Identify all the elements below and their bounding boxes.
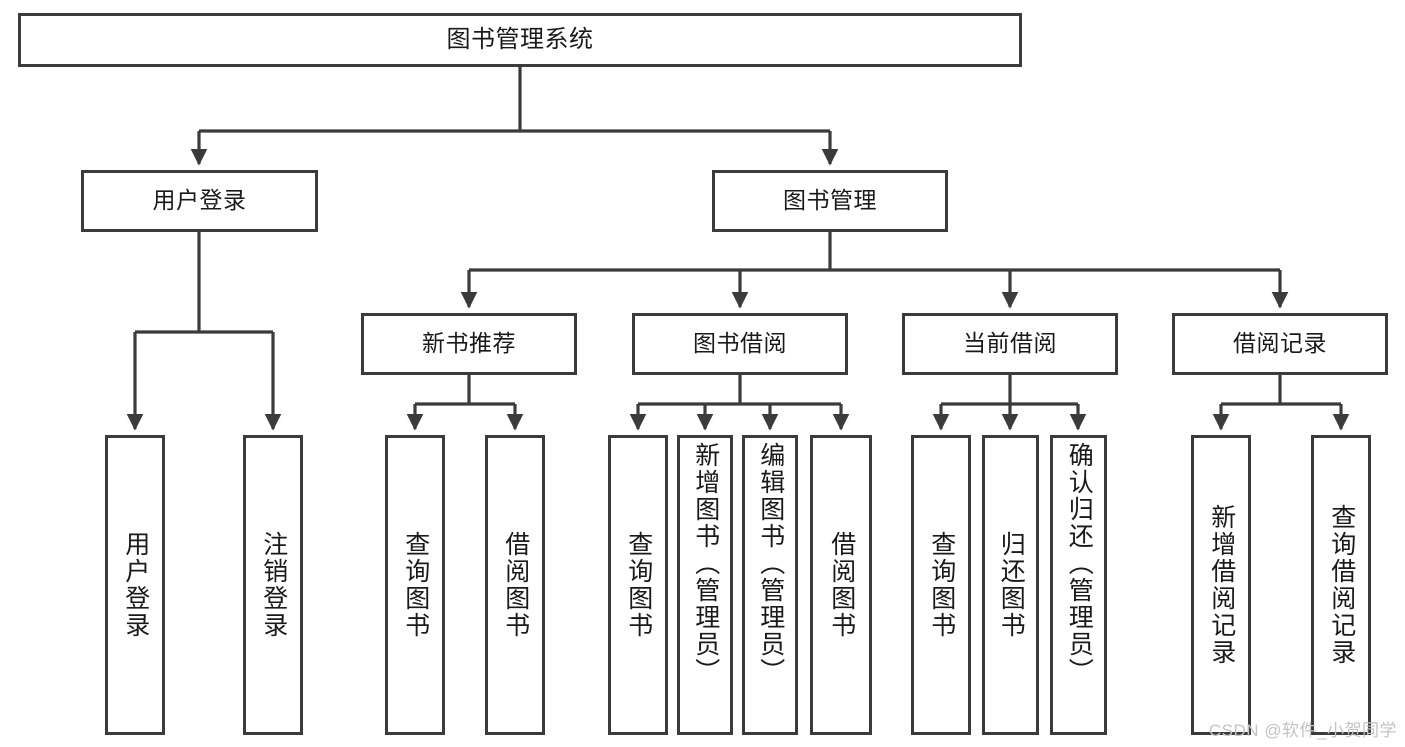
node-label: 新书推荐	[422, 330, 516, 357]
node-book-management[interactable]: 图书管理	[712, 170, 948, 232]
node-label: 当前借阅	[963, 330, 1057, 357]
node-label: 借阅图书	[501, 531, 530, 639]
node-label: 图书借阅	[693, 330, 787, 357]
node-label: 新增借阅记录	[1207, 504, 1236, 666]
leaf-current-borrow-confirm-admin[interactable]: 确认归还（管理员）	[1050, 435, 1107, 735]
node-current-borrowing[interactable]: 当前借阅	[902, 313, 1118, 375]
node-label: 查询借阅记录	[1327, 504, 1356, 666]
leaf-new-book-query[interactable]: 查询图书	[385, 435, 445, 735]
leaf-borrow-record-add[interactable]: 新增借阅记录	[1191, 435, 1251, 735]
leaf-book-borrow-add-admin[interactable]: 新增图书（管理员）	[677, 435, 733, 735]
node-label: 图书管理系统	[446, 25, 594, 53]
leaf-new-book-borrow[interactable]: 借阅图书	[485, 435, 545, 735]
node-label: 图书管理	[783, 187, 877, 214]
leaf-book-borrow-edit-admin[interactable]: 编辑图书（管理员）	[742, 435, 798, 735]
leaf-borrow-record-query[interactable]: 查询借阅记录	[1311, 435, 1371, 735]
node-label: 确认归还（管理员）	[1065, 442, 1094, 685]
node-user-login[interactable]: 用户登录	[81, 170, 318, 232]
leaf-book-borrow-borrow[interactable]: 借阅图书	[810, 435, 872, 735]
node-label: 借阅图书	[827, 531, 856, 639]
node-label: 注销登录	[259, 531, 288, 639]
leaf-user-login-signin[interactable]: 用户登录	[105, 435, 165, 735]
node-label: 用户登录	[121, 531, 150, 639]
node-label: 编辑图书（管理员）	[756, 442, 785, 685]
node-book-borrowing[interactable]: 图书借阅	[632, 313, 848, 375]
leaf-book-borrow-query[interactable]: 查询图书	[608, 435, 668, 735]
node-label: 用户登录	[152, 187, 247, 214]
leaf-current-borrow-return[interactable]: 归还图书	[982, 435, 1039, 735]
leaf-current-borrow-query[interactable]: 查询图书	[911, 435, 971, 735]
node-label: 新增图书（管理员）	[691, 442, 720, 685]
node-new-book-recommendation[interactable]: 新书推荐	[361, 313, 577, 375]
node-borrowing-record[interactable]: 借阅记录	[1172, 313, 1388, 375]
node-label: 归还图书	[997, 531, 1026, 639]
node-label: 借阅记录	[1233, 330, 1327, 357]
node-label: 查询图书	[927, 531, 956, 639]
node-root-book-management-system[interactable]: 图书管理系统	[18, 13, 1022, 67]
node-label: 查询图书	[401, 531, 430, 639]
node-label: 查询图书	[624, 531, 653, 639]
leaf-user-login-signout[interactable]: 注销登录	[243, 435, 303, 735]
